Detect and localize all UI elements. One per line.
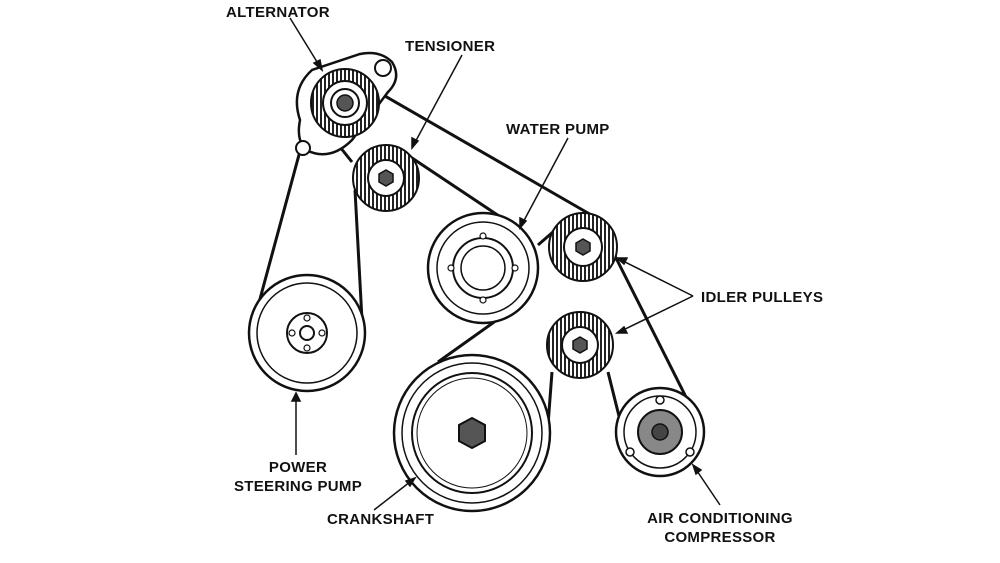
power-steering-pump-pulley [247, 273, 367, 393]
crankshaft-pulley [392, 353, 552, 513]
alternator [295, 51, 398, 156]
label-crankshaft: CRANKSHAFT [327, 511, 435, 528]
label-ac-line1: AIR CONDITIONING [647, 510, 793, 527]
label-alternator: ALTERNATOR [226, 4, 330, 21]
label-water-pump: WATER PUMP [506, 121, 610, 138]
label-idler-pulleys: IDLER PULLEYS [701, 289, 824, 306]
label-ac-compressor: AIR CONDITIONING COMPRESSOR [625, 509, 815, 547]
upper-idler-pulley [548, 212, 618, 282]
belt-tensioner-to-waterpump [399, 148, 506, 222]
ac-compressor-pulley [614, 386, 706, 478]
label-ac-line2: COMPRESSOR [664, 529, 776, 546]
belt-tensioner-to-ps-right [353, 189, 364, 321]
belt-lower-idler-to-ac [606, 371, 622, 421]
label-tensioner: TENSIONER [405, 38, 496, 55]
belt-top-idler-to-ac [610, 249, 692, 406]
belt-alt-to-ps-left [255, 139, 305, 311]
leader-lines [289, 17, 721, 511]
belt-alt-to-top-idler [377, 90, 601, 222]
tensioner-pulley [352, 144, 420, 212]
label-power-steering-pump: POWER STEERING PUMP [218, 458, 378, 496]
water-pump-pulley [426, 211, 540, 325]
label-power-steering-line1: POWER [268, 459, 328, 476]
label-power-steering-line2: STEERING PUMP [233, 478, 363, 495]
lower-idler-pulley [546, 311, 614, 379]
